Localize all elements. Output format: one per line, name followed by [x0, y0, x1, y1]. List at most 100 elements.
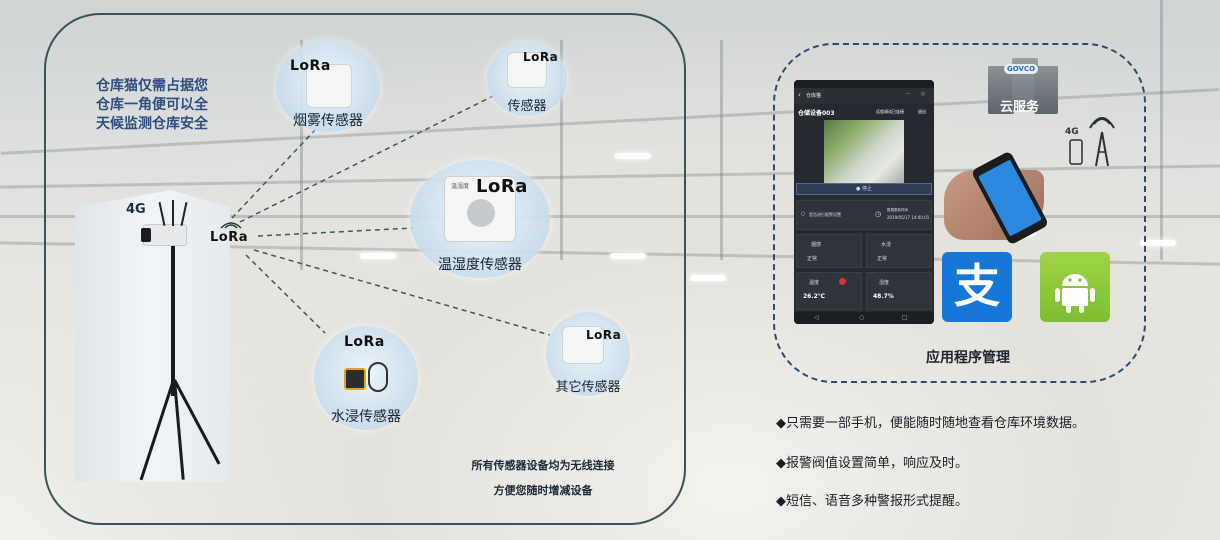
device-name: 仓储设备003: [798, 110, 835, 117]
headline-line-1: 仓库猫仅需占据您: [96, 78, 208, 94]
gateway-lens: [141, 228, 151, 242]
temp-humidity-sensor-device: 温湿度: [444, 176, 516, 242]
nav-home-icon[interactable]: ○: [859, 314, 865, 321]
water-sensor-cable: [368, 362, 388, 392]
smoke-sensor-device: [306, 64, 352, 108]
antenna-icon: [172, 200, 174, 226]
gateway-lora-label: LoRa: [210, 230, 248, 245]
bottom-note-line-2: 方便您随时增减设备: [493, 484, 593, 497]
feature-item: ◆短信、语音多种警报形式提醒。: [776, 494, 968, 509]
alipay-glyph: 支: [954, 259, 1000, 313]
exit-link[interactable]: 退出: [918, 109, 926, 114]
phone-app-name: 仓库猫: [806, 93, 822, 99]
humidity-value: 48.7%: [873, 293, 894, 300]
temp-humidity-sensor-bubble: 温湿度 LoRa 温湿度传感器: [410, 160, 550, 278]
temperature-label: 温度: [809, 280, 820, 286]
back-icon[interactable]: ‹: [798, 91, 801, 99]
alipay-icon[interactable]: 支: [942, 252, 1012, 322]
ceiling-light: [360, 253, 396, 259]
other-sensor-lora: LoRa: [586, 328, 622, 342]
cell-tower-icon: [1069, 117, 1115, 167]
roof-column: [560, 40, 563, 260]
bottom-note-line-1: 所有传感器设备均为无线连接: [471, 459, 615, 472]
camera-feed: [824, 120, 904, 184]
stop-button[interactable]: ● 停止: [796, 183, 932, 195]
temp-humidity-sensor-label: 温湿度传感器: [438, 257, 522, 273]
roof-column: [300, 40, 303, 270]
more-icon[interactable]: ···: [906, 91, 911, 97]
android-robot-icon: [1055, 274, 1095, 313]
smoke-sensor-label: 烟雾传感器: [293, 113, 363, 129]
feature-item: ◆只需要一部手机，便能随时随地查看仓库环境数据。: [776, 416, 1085, 431]
water-sensor-device: [344, 368, 366, 390]
smoke-card[interactable]: 烟感 正常: [796, 234, 862, 268]
other-sensor-bubble: LoRa 其它传感器: [546, 312, 630, 396]
temperature-card[interactable]: 温度 26.2℃: [796, 272, 862, 310]
alarm-settings-label: 是否进行报警设置: [809, 212, 841, 217]
cloud-label: 云服务: [1000, 100, 1040, 115]
water-sensor-label: 水浸传感器: [331, 409, 401, 425]
hand-phone-image: [944, 150, 1056, 248]
smoke-sensor-bubble: LoRa 烟雾传感器: [276, 40, 380, 132]
server-block: [1034, 66, 1058, 114]
feature-item: ◆报警阀值设置简单，响应及时。: [776, 456, 968, 471]
smoke-status: 正常: [807, 256, 818, 262]
target-icon[interactable]: ◎: [921, 91, 926, 97]
cloud-service-icon: GOVCO 云服务: [988, 58, 1060, 118]
water-sensor-lora: LoRa: [344, 334, 385, 350]
phone-status-bar: [794, 80, 934, 88]
roof-column: [720, 40, 723, 260]
temperature-alert-icon: [839, 278, 846, 285]
generic-sensor-device: [507, 52, 547, 88]
generic-sensor-lora: LoRa: [523, 50, 559, 64]
temp-humidity-sensor-lora: LoRa: [476, 176, 528, 197]
phone-device-row: 仓储设备003 远程调试已连接 退出: [794, 104, 934, 118]
ceiling-light: [1140, 240, 1176, 246]
last-update-label: 数据更新时间: [887, 208, 908, 212]
roof-beam: [0, 215, 1220, 218]
sensor-vent: [467, 199, 495, 227]
wireless-signal-icon: [220, 222, 242, 229]
alarm-icon: ○: [801, 211, 806, 217]
ceiling-light: [610, 253, 646, 259]
sensor-network-panel: [44, 13, 686, 525]
remote-status: 远程调试已连接: [876, 109, 904, 114]
humidity-label: 湿度: [879, 280, 890, 286]
tripod-pole: [171, 246, 175, 396]
smoke-sensor-lora: LoRa: [290, 58, 331, 74]
humidity-card[interactable]: 湿度 48.7%: [866, 272, 932, 310]
water-card[interactable]: 水浸 正常: [866, 234, 932, 268]
server-block: [988, 66, 1014, 114]
water-sensor-bubble: LoRa 水浸传感器: [314, 326, 418, 430]
ceiling-light: [690, 275, 726, 281]
app-management-title: 应用程序管理: [926, 350, 1010, 366]
cloud-brand: GOVCO: [1004, 64, 1039, 74]
water-status: 正常: [877, 256, 888, 262]
smoke-label: 烟感: [811, 242, 822, 248]
water-label: 水浸: [881, 242, 892, 248]
temperature-value: 26.2℃: [803, 293, 826, 300]
ceiling-light: [615, 153, 651, 159]
gateway-tripod: [75, 170, 245, 490]
last-update-time: 2019/05/17 14:00:01: [887, 215, 930, 220]
nav-back-icon[interactable]: ◁: [814, 314, 819, 321]
phone-screenshot: ‹ 仓库猫 ··· ◎ 仓储设备003 远程调试已连接 退出 ● 停止 ○ 是否…: [794, 80, 934, 324]
android-icon[interactable]: [1040, 252, 1110, 322]
phone-nav-bar: ◁ ○ □: [794, 312, 934, 324]
alarm-settings-card[interactable]: ○ 是否进行报警设置 ◷ 数据更新时间 2019/05/17 14:00:01: [796, 200, 932, 230]
signal-4g-badge: 4G: [1065, 127, 1079, 137]
headline: 仓库猫仅需占据您 仓库一角便可以全 天候监测仓库安全: [72, 77, 232, 134]
other-sensor-label: 其它传感器: [555, 380, 621, 395]
generic-sensor-bubble: LoRa 传感器: [487, 42, 567, 116]
roof-column: [1160, 0, 1163, 260]
other-sensor-device: [562, 326, 604, 364]
headline-line-2: 仓库一角便可以全: [96, 97, 208, 113]
clock-icon: ◷: [875, 210, 882, 218]
phone-app-header: ‹ 仓库猫 ··· ◎: [794, 88, 934, 104]
nav-recent-icon[interactable]: □: [902, 314, 908, 321]
app-management-panel: [773, 43, 1146, 383]
headline-line-3: 天候监测仓库安全: [96, 116, 208, 132]
gateway-4g-badge: 4G: [126, 202, 146, 217]
sensor-box-text: 温湿度: [451, 183, 470, 190]
